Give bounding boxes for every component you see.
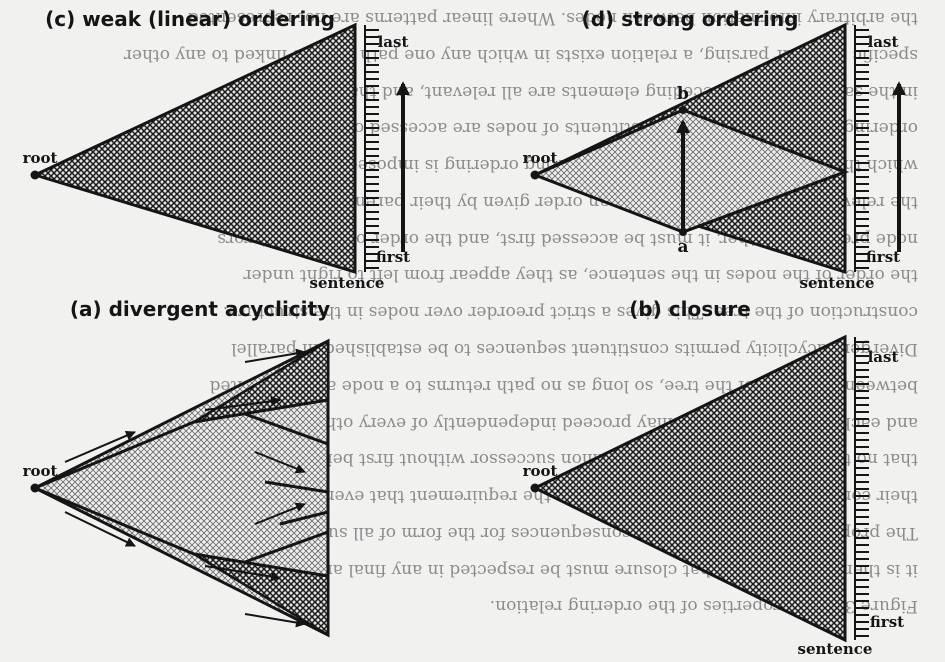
panel-c-ruler (364, 25, 379, 272)
panel-a-title: (a) divergent acyclicity (70, 297, 330, 321)
panel-c-title: (c) weak (linear) ordering (45, 7, 335, 31)
panel-a-arrows (64, 348, 306, 628)
panel-b-sentence-label: sentence (798, 640, 873, 658)
panel-d-first-label: first (866, 248, 900, 266)
panel-d-point-a-node (679, 228, 687, 236)
panel-b-ruler (854, 337, 869, 640)
panel-b-root-label: root (523, 462, 558, 480)
panel-d-point-a-label: a (677, 237, 688, 257)
panel-a-root-node (30, 483, 40, 493)
panel-a-branches (34, 398, 329, 578)
panel-b-root-node (530, 483, 540, 493)
panel-a-triangle (31, 338, 330, 638)
panel-c-sentence-label: sentence (310, 274, 385, 292)
panel-d-point-b-node (679, 106, 687, 114)
panel-d-split-line (682, 170, 846, 234)
panel-d-sentence-label: sentence (800, 274, 875, 292)
panel-a: (a) divergent acyclicity root (23, 297, 330, 638)
panel-c-first-label: first (376, 248, 410, 266)
panel-c-root-label: root (23, 149, 58, 167)
panel-d-title: (d) strong ordering (582, 7, 799, 31)
panel-b-last-label: last (868, 348, 899, 366)
panel-c: (c) weak (linear) ordering root sentence… (23, 7, 411, 292)
panel-d-root-node (530, 170, 540, 180)
panel-c-root-node (30, 170, 40, 180)
panel-b-title: (b) closure (629, 297, 751, 321)
panel-a-root-label: root (23, 462, 58, 480)
panel-c-triangle (30, 22, 357, 275)
panel-b: (b) closure root sentence first last (523, 297, 905, 658)
panel-d-point-b-label: b (677, 84, 689, 104)
panel-b-first-label: first (870, 613, 904, 631)
panel-d: (d) strong ordering root sentence first … (523, 7, 906, 292)
panel-d-root-label: root (523, 149, 558, 167)
panel-b-triangle (531, 334, 847, 643)
panel-d-ruler (854, 25, 869, 272)
panel-d-last-label: last (868, 33, 899, 51)
panel-c-last-label: last (378, 33, 409, 51)
